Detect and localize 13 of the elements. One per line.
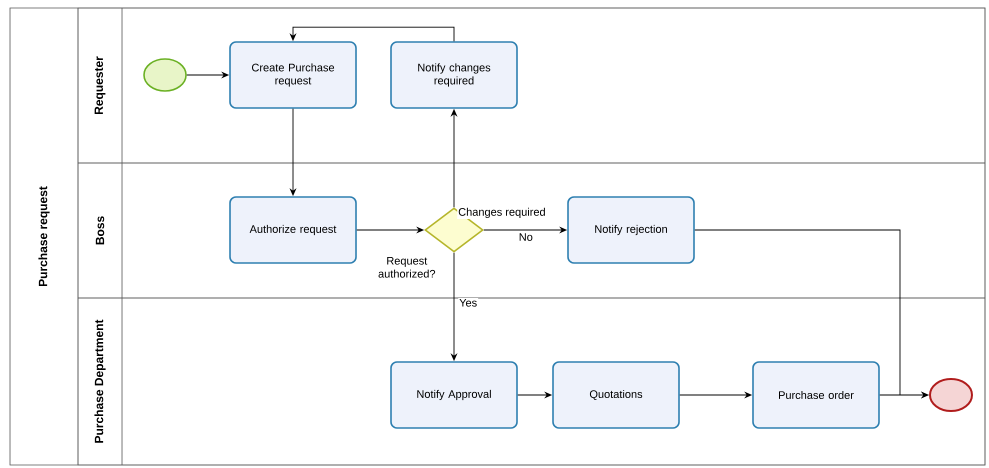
event-circle — [143, 58, 187, 92]
task-box: Quotations — [552, 361, 680, 429]
event-circle — [929, 378, 973, 412]
edge-label: Changes required — [457, 206, 547, 219]
gateway-label: Request authorized? — [378, 257, 436, 278]
edge-label: Yes — [458, 298, 478, 308]
edge-label: No — [518, 232, 534, 242]
task-box: Notify Approval — [390, 361, 518, 429]
task-box: Purchase order — [752, 361, 880, 429]
task-box: Notify rejection — [567, 196, 695, 264]
task-box: Authorize request — [229, 196, 357, 264]
task-box: Notify changes required — [390, 41, 518, 109]
task-box: Create Purchase request — [229, 41, 357, 109]
